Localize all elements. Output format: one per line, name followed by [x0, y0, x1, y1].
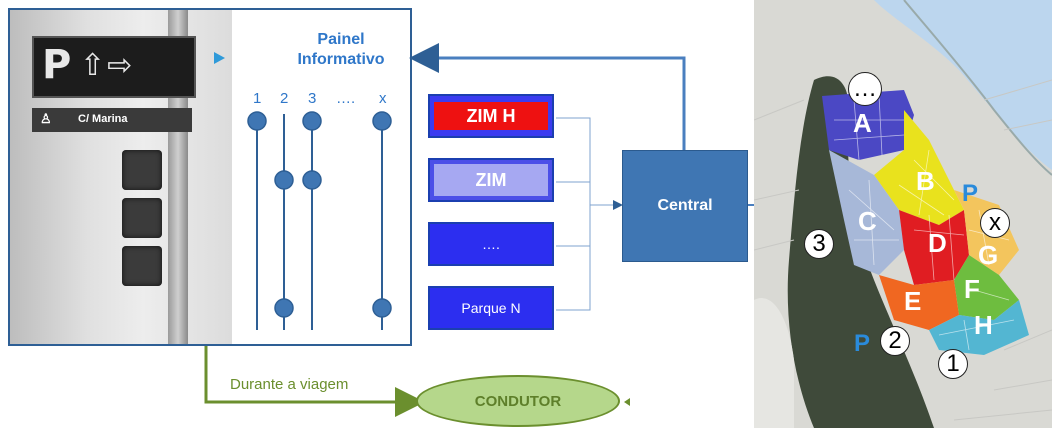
parking-icon: P — [854, 330, 871, 357]
parking-sign-symbol: P — [42, 42, 72, 88]
marker-label: 1 — [946, 350, 960, 377]
zone-box-zim: ZIM — [428, 158, 554, 202]
zone-label-c: C — [858, 206, 877, 236]
zone-box-label: ZIM — [475, 169, 507, 190]
zone-box-parque-n: Parque N — [428, 286, 554, 330]
zone-box-fill — [430, 224, 552, 264]
zone-box-fill — [430, 288, 552, 328]
panel-title-line2: Informativo — [297, 51, 385, 68]
driver-node: CONDUTOR — [416, 375, 620, 427]
map-marker-more: … — [848, 72, 882, 106]
zone-map: A B C D E F G H … x 3 2 1 P P — [754, 0, 1052, 428]
zone-h — [929, 300, 1029, 355]
zone-a — [822, 90, 914, 160]
matrix-dot — [247, 111, 267, 131]
zone-box-label: …. — [482, 236, 500, 252]
driver-tail-icon — [624, 398, 630, 406]
zone-box-label: ZIM H — [466, 105, 516, 126]
zone-box-fill — [434, 102, 548, 130]
map-marker-x: x — [980, 208, 1010, 238]
matrix-dot — [274, 170, 294, 190]
zone-f — [954, 255, 1019, 320]
zone-label-e: E — [904, 286, 922, 316]
panel-title-line1: Painel — [317, 31, 365, 48]
zone-connector — [556, 117, 591, 205]
marker-label: 3 — [812, 230, 826, 257]
zone-connector — [556, 205, 591, 311]
panel-matrix — [247, 111, 392, 330]
matrix-dot — [372, 111, 392, 131]
play-triangle-icon — [214, 52, 225, 64]
zone-d — [899, 210, 969, 285]
central-label: Central — [657, 197, 713, 214]
zone-box-zim-h: ZIM H — [428, 94, 554, 138]
info-panel: P ⇧⇨ ♙ C/ Marina Painel Informativo 1 2 … — [8, 8, 412, 346]
direction-arrows-icon: ⇧⇨ — [80, 49, 135, 82]
driver-label: CONDUTOR — [474, 392, 562, 410]
marker-label: … — [853, 75, 877, 102]
matrix-dot — [274, 298, 294, 318]
river — [874, 0, 1052, 170]
marker-label: 2 — [888, 327, 902, 354]
map-marker-2: 2 — [880, 326, 910, 356]
panel-to-driver-arrow — [204, 346, 425, 417]
column-label: 2 — [280, 90, 289, 107]
sign-light-1 — [122, 150, 162, 190]
column-label: 3 — [308, 90, 317, 107]
zone-label-g: G — [978, 240, 999, 270]
pedestrian-icon: ♙ — [40, 111, 52, 126]
column-label: x — [379, 90, 387, 107]
matrix-dot — [302, 170, 322, 190]
parking-icon: P — [962, 180, 979, 207]
trip-label: Durante a viagem — [230, 376, 349, 393]
map-marker-1: 1 — [938, 349, 968, 379]
street-sign: ♙ C/ Marina — [32, 108, 192, 132]
zone-label-a: A — [853, 108, 872, 138]
zone-c — [829, 150, 904, 275]
map-block — [754, 298, 794, 428]
panel-title: Painel Informativo — [286, 30, 396, 70]
matrix-dot — [372, 298, 392, 318]
central-node: Central — [622, 150, 748, 262]
zone-box-label: Parque N — [461, 300, 521, 316]
sign-light-3 — [122, 246, 162, 286]
shore-line — [903, 0, 1052, 176]
street-sign-label: C/ Marina — [78, 113, 128, 125]
outer-streets — [754, 79, 1052, 421]
zone-label-b: B — [916, 166, 935, 196]
column-label: 1 — [253, 90, 262, 107]
zone-label-h: H — [974, 310, 993, 340]
map-marker-3: 3 — [804, 229, 834, 259]
map-graphic — [754, 0, 1052, 428]
zone-box-fill — [434, 164, 548, 196]
parking-signboard: P ⇧⇨ — [32, 36, 196, 98]
zone-e — [879, 275, 959, 330]
zone-label-d: D — [928, 228, 947, 258]
sign-light-2 — [122, 198, 162, 238]
marker-label: x — [989, 209, 1001, 236]
zone-b — [874, 110, 964, 225]
column-label: …. — [336, 90, 356, 107]
zone-box-more: …. — [428, 222, 554, 266]
zone-label-f: F — [964, 274, 980, 304]
central-to-panel-arrow — [409, 43, 686, 150]
matrix-dot — [302, 111, 322, 131]
